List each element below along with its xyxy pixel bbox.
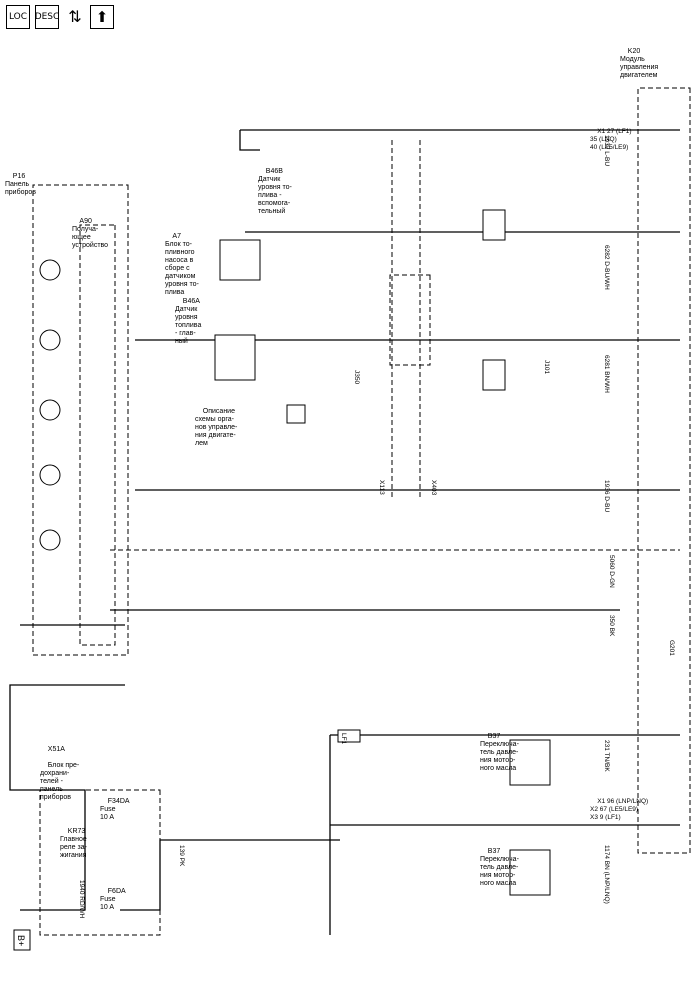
wire-1940-text: 1940 RD/WH (78, 880, 85, 919)
fuel-pump-outline (389, 274, 431, 366)
relay-text: KR73 Главное реле за- жигания (60, 828, 87, 859)
temp-gauge (39, 329, 61, 351)
j350-text: J350 (353, 370, 360, 384)
ecm-caption: K20 Модуль управления двигателем (620, 40, 658, 88)
receiver-caption: A90 Получа- ющее устройство (72, 210, 108, 258)
label-231: 231 TN/BK (603, 740, 610, 772)
x113-text: X113 (378, 480, 385, 495)
b37-title: B37 Переключа- тель давле- ния мотор- но… (480, 733, 519, 772)
wire-139-text: 139 PK (178, 845, 185, 867)
lf1-text: LF1 (340, 733, 347, 745)
label-1937: 1937 L-BU (603, 135, 610, 166)
receiver-title: A90 Получа- ющее устройство (72, 218, 109, 249)
cluster-title: P16 Панель приборов (5, 173, 37, 196)
fuse1-text: F6DA Fuse 10 A (100, 888, 126, 911)
ecm-outline (637, 87, 691, 854)
fuse1-caption: F6DA Fuse 10 A (100, 880, 126, 920)
lf1-label: LF1 (340, 733, 347, 745)
battery-label: B+ (16, 935, 26, 946)
long-wheel-base-gauge (39, 259, 61, 281)
switch-b37-alt (509, 849, 551, 896)
b37-alt-title: B37 Переключа- тель давле- ния мотор- но… (480, 848, 519, 887)
ecm-pins-top-text: X1 27 (LF1) 35 (LNQ) 40 (LE5/LE9) (590, 128, 632, 151)
relay-caption: KR73 Главное реле за- жигания (60, 820, 87, 868)
tachometer-gauge (39, 464, 61, 486)
description-button[interactable]: DESC (35, 5, 59, 29)
sensor-b46a (214, 334, 256, 381)
ground-g201: G201 (668, 640, 675, 656)
cluster-caption: P16 Панель приборов (5, 165, 36, 205)
fuse-block-connector: X51A (47, 746, 65, 753)
receiver-outline (79, 224, 116, 646)
fuel-pump-caption: A7 Блок то- пливного насоса в сборе с да… (165, 225, 199, 305)
b46a-title: B46A Датчик уровня топлива - глав- ный (175, 298, 202, 345)
x403-text: X403 (430, 480, 437, 496)
label-1936: 1936 D-BU (603, 480, 610, 512)
wire-139 (120, 839, 340, 911)
battery-symbol (13, 929, 31, 951)
option-le5le9-lnq-box (482, 209, 506, 241)
location-button[interactable]: LOC (6, 5, 30, 29)
wire-5060-text: 5060 D-GN (608, 555, 615, 588)
wire-1937-sensor (239, 130, 260, 151)
label-6282: 6282 D-BU/WH (603, 245, 610, 290)
arrow-up-icon: ⬆ (95, 7, 109, 26)
go-up-button[interactable]: ⬆ (90, 5, 114, 29)
label-1940: 1940 RD/WH (78, 880, 85, 919)
label-139: 139 PK (178, 845, 185, 867)
b37-alt-caption: B37 Переключа- тель давле- ния мотор- но… (480, 840, 519, 896)
connector-icon (286, 404, 306, 424)
option-le5le9-lnp-box (482, 359, 506, 391)
b46b-title: B46B Датчик уровня то- плива - вспомога-… (258, 168, 292, 215)
battery-text: B+ (16, 935, 26, 946)
label-350: 350 BK (608, 615, 615, 637)
fuel-pump-title: A7 Блок то- пливного насоса в сборе с да… (165, 233, 199, 296)
fuse-block-caption: X51A Блок пре- дохрани- телей - панель п… (40, 738, 79, 810)
ecm-pins-top: X1 27 (LF1) 35 (LNQ) 40 (LE5/LE9) (590, 120, 632, 160)
ecm-title: K20 Модуль управления двигателем (620, 48, 659, 79)
description-button-label: DESC (34, 11, 60, 22)
ecm-pins-bottom: X1 96 (LNP/LNQ) X2 67 (LE5/LE9) X3 9 (LF… (590, 790, 648, 830)
component-view-button[interactable]: ⇅ (63, 5, 87, 29)
b37-caption: B37 Переключа- тель давле- ния мотор- но… (480, 725, 519, 781)
ecm-pins-bottom-text: X1 96 (LNP/LNQ) X2 67 (LE5/LE9) X3 9 (LF… (590, 798, 649, 821)
wire-1940 (9, 684, 125, 911)
j101-label: J101 (543, 360, 550, 374)
label-5060: 5060 D-GN (608, 555, 615, 588)
wire-350-text: 350 BK (608, 615, 615, 637)
ref-note-caption: Описание схемы орга- нов управле- ния дв… (195, 400, 237, 456)
wire-231-text: 231 TN/BK (603, 740, 610, 772)
fuse-block-title: Блок пре- дохрани- телей - панель прибор… (40, 762, 80, 801)
fuse2-text: F34DA Fuse 10 A (100, 798, 130, 821)
cluster-outline (32, 184, 129, 656)
speedometer-gauge (39, 529, 61, 551)
wire-1174-text: 1174 BN (LNP/LNQ) (603, 845, 610, 904)
sensor-b46b (219, 239, 261, 281)
label-6281: 6281 BN/WH (603, 355, 610, 393)
fuse2-caption: F34DA Fuse 10 A (100, 790, 130, 830)
j350-label: J350 (353, 370, 360, 384)
j101-text: J101 (543, 360, 550, 374)
wire-6281-text: 6281 BN/WH (603, 355, 610, 393)
b46a-caption: B46A Датчик уровня топлива - глав- ный (175, 290, 201, 354)
x113-label: X113 (378, 480, 385, 495)
option-lf1-box (337, 729, 361, 743)
ref-note-text: Описание схемы орга- нов управле- ния дв… (195, 408, 238, 447)
wire-1936-text: 1936 D-BU (603, 480, 610, 512)
wire-1937-text: 1937 L-BU (603, 135, 610, 166)
wire-6282-text: 6282 D-BU/WH (603, 245, 610, 290)
location-button-label: LOC (8, 11, 28, 22)
fuel-gauge (39, 399, 61, 421)
b46b-caption: B46B Датчик уровня то- плива - вспомога-… (258, 160, 292, 224)
x403-label: X403 (430, 480, 437, 496)
component-view-icon: ⇅ (68, 7, 82, 26)
g201-text: G201 (668, 640, 675, 656)
label-1174: 1174 BN (LNP/LNQ) (603, 845, 610, 904)
switch-b37 (509, 739, 551, 786)
